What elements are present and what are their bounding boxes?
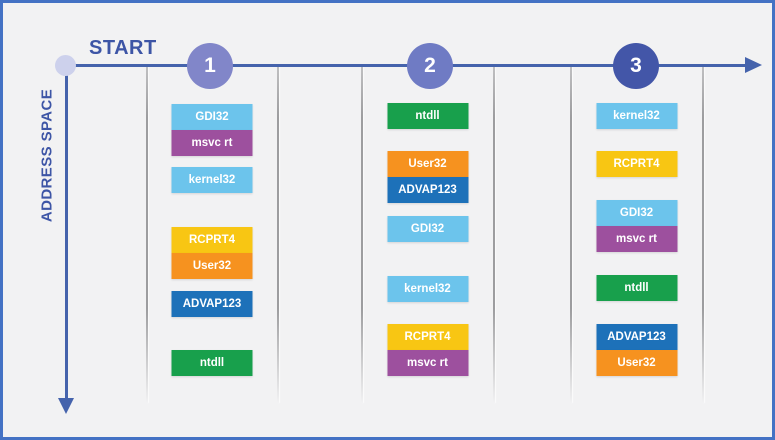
- module-block-gdi32: GDI32: [596, 200, 677, 226]
- module-block-gdi32: GDI32: [387, 216, 468, 242]
- module-block-user32: User32: [171, 253, 253, 279]
- module-block-msvc-rt: msvc rt: [596, 226, 677, 252]
- module-block-msvc-rt: msvc rt: [171, 130, 253, 156]
- module-block-rcprt4: RCPRT4: [171, 227, 253, 253]
- module-block-gdi32: GDI32: [171, 104, 253, 130]
- address-space-axis-label: ADDRESS SPACE: [38, 88, 56, 223]
- panel-edge: [277, 67, 279, 403]
- panel-edge: [146, 67, 148, 403]
- module-block-kernel32: kernel32: [596, 103, 677, 129]
- module-block-rcprt4: RCPRT4: [596, 151, 677, 177]
- module-block-advap123: ADVAP123: [387, 177, 468, 203]
- module-block-user32: User32: [596, 350, 677, 376]
- module-block-advap123: ADVAP123: [171, 291, 253, 317]
- panel-edge: [570, 67, 572, 403]
- module-block-rcprt4: RCPRT4: [387, 324, 468, 350]
- module-block-advap123: ADVAP123: [596, 324, 677, 350]
- module-block-ntdll: ntdll: [171, 350, 253, 376]
- address-space-arrow-down-icon: [58, 398, 74, 414]
- timeline-arrow-right-icon: [745, 57, 762, 73]
- timeline-point-2: 2: [407, 43, 453, 89]
- module-block-ntdll: ntdll: [596, 275, 677, 301]
- panel-edge: [702, 67, 704, 403]
- axis-origin-dot: [55, 55, 76, 76]
- start-label: START: [89, 37, 157, 59]
- timeline-point-1: 1: [187, 43, 233, 89]
- module-block-kernel32: kernel32: [171, 167, 253, 193]
- module-block-ntdll: ntdll: [387, 103, 468, 129]
- timeline-point-3: 3: [613, 43, 659, 89]
- address-space-axis-line: [65, 65, 68, 399]
- panel-edge: [493, 67, 495, 403]
- panel-edge: [361, 67, 363, 403]
- module-block-kernel32: kernel32: [387, 276, 468, 302]
- module-block-user32: User32: [387, 151, 468, 177]
- module-block-msvc-rt: msvc rt: [387, 350, 468, 376]
